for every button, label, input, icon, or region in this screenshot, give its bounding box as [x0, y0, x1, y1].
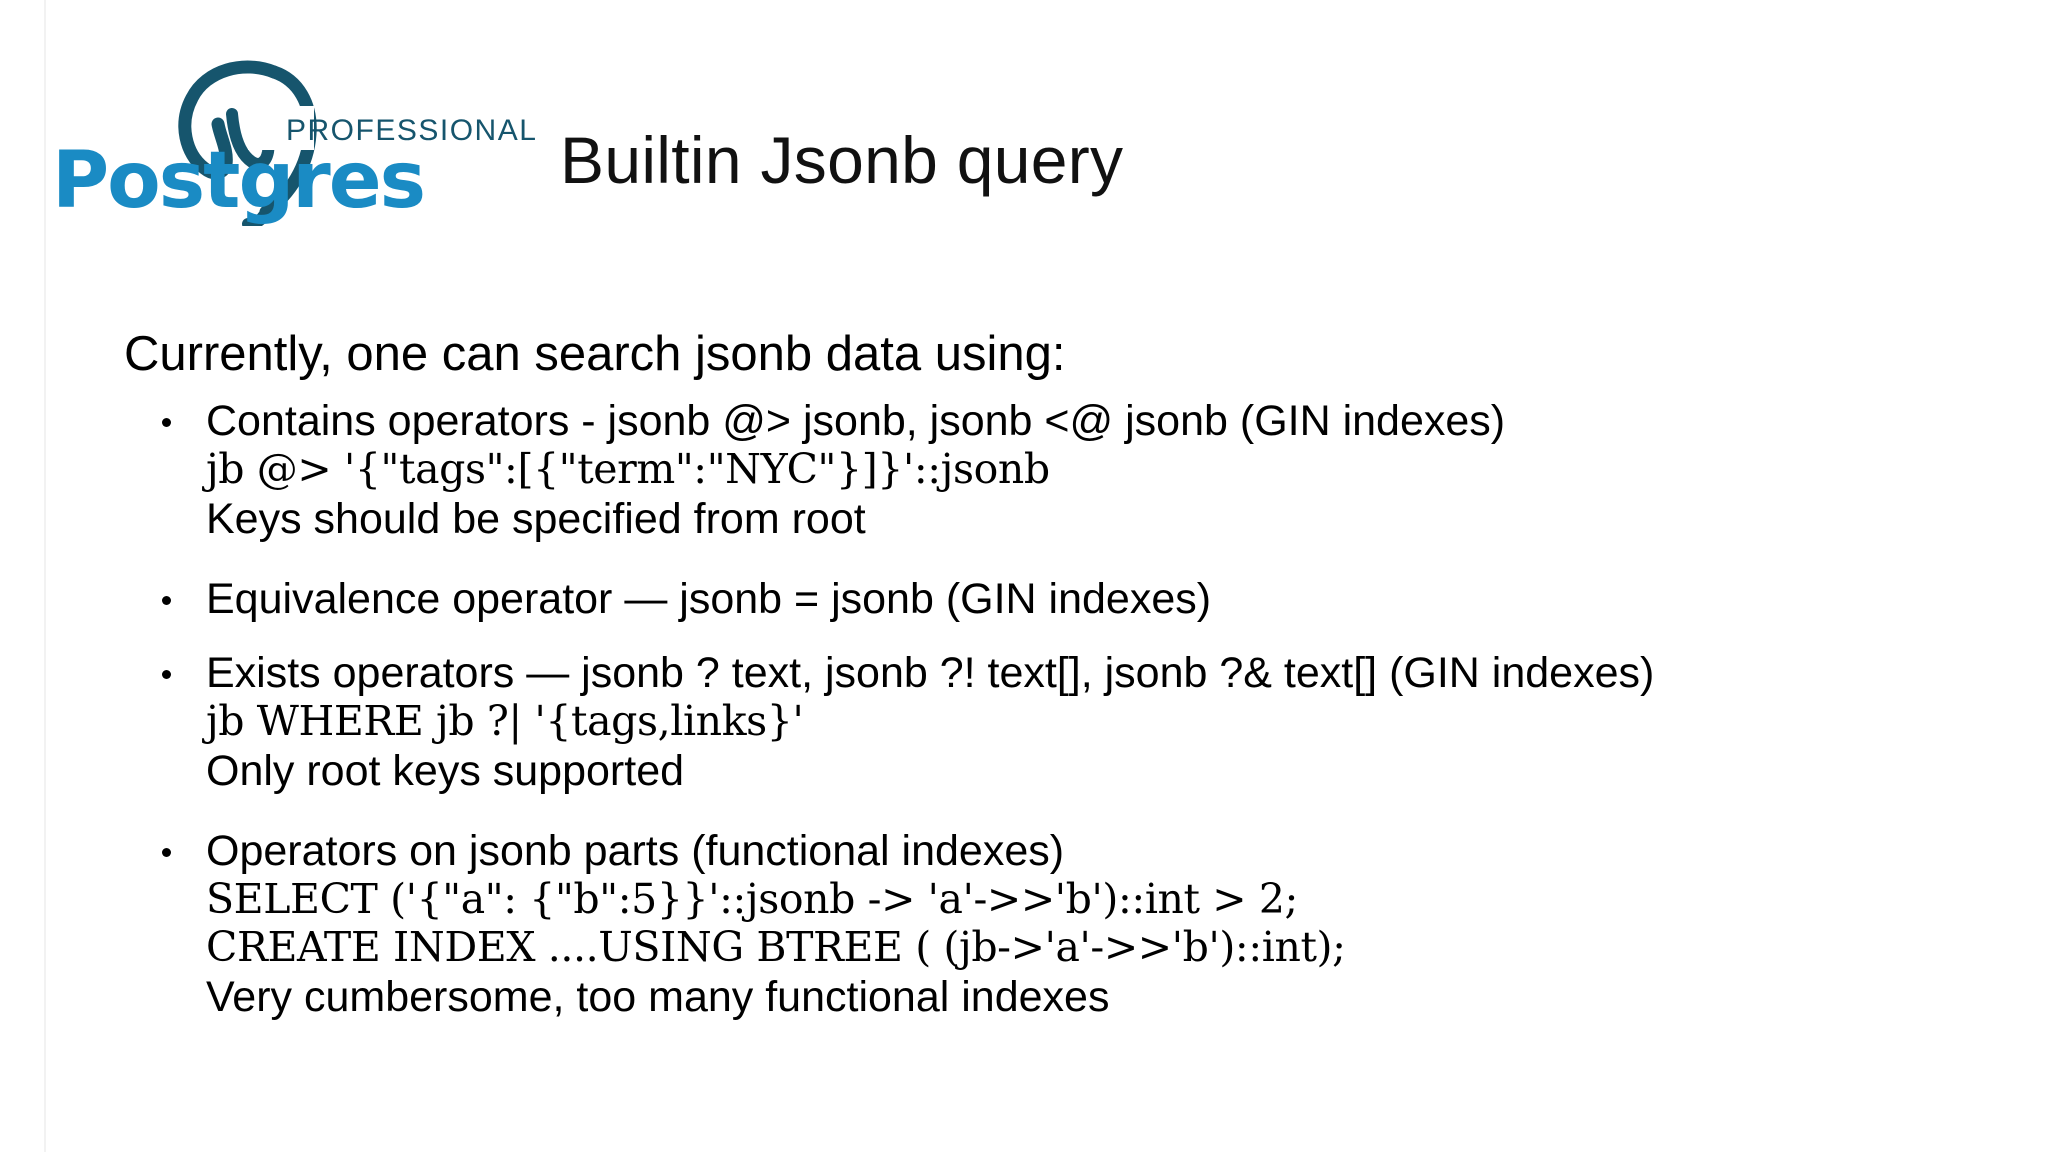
- bullet-code-line: jb WHERE jb ?| '{tags,links}': [206, 697, 804, 746]
- bullet-item: Contains operators - jsonb @> jsonb, jso…: [124, 396, 2004, 564]
- logo-knockout: [248, 106, 314, 150]
- bullet-heading: Contains operators - jsonb @> jsonb, jso…: [206, 397, 1506, 445]
- bullet-item: Exists operators — jsonb ? text, jsonb ?…: [124, 648, 2004, 816]
- logo-tagline: PROFESSIONAL: [286, 114, 538, 147]
- bullet-list: Contains operators - jsonb @> jsonb, jso…: [124, 396, 2004, 1052]
- bullet-code-line: SELECT ('{"a": {"b":5}}'::jsonb -> 'a'->…: [206, 875, 1298, 924]
- bullet-dot-icon: [162, 670, 171, 680]
- intro-text: Currently, one can search jsonb data usi…: [124, 327, 1066, 381]
- bullet-spacer: [166, 1022, 2004, 1042]
- bullet-dot-icon: [162, 595, 171, 605]
- bullet-spacer: [166, 544, 2004, 564]
- bullet-item: Equivalence operator — jsonb = jsonb (GI…: [124, 574, 2004, 638]
- bullet-spacer: [166, 624, 2004, 638]
- bullet-heading: Operators on jsonb parts (functional ind…: [206, 826, 1065, 875]
- bullet-heading: Exists operators — jsonb ? text, jsonb ?…: [206, 649, 1655, 698]
- logo-wordmark: Postgres: [52, 136, 426, 226]
- page-title: Builtin Jsonb query: [560, 123, 1124, 197]
- bullet-note-line: Very cumbersome, too many functional ind…: [206, 972, 1110, 1021]
- slide-header: Postgres PROFESSIONAL Builtin Jsonb quer…: [0, 0, 2048, 270]
- bullet-item: Operators on jsonb parts (functional ind…: [124, 826, 2004, 1042]
- bullet-spacer: [166, 796, 2004, 816]
- bullet-code-line: jb @> '{"tags":[{"term":"NYC"}]}'::jsonb: [206, 445, 1050, 494]
- bullet-code-line: CREATE INDEX ....USING BTREE ( (jb->'a'-…: [206, 922, 1346, 971]
- slide-left-rule: [44, 0, 46, 1152]
- bullet-note-line: Keys should be specified from root: [206, 494, 866, 543]
- bullet-note-line: Only root keys supported: [206, 746, 685, 795]
- postgres-professional-logo: Postgres PROFESSIONAL: [52, 60, 536, 230]
- bullet-heading: Equivalence operator — jsonb = jsonb (GI…: [206, 574, 1212, 623]
- bullet-dot-icon: [162, 418, 171, 427]
- bullet-dot-icon: [162, 847, 171, 857]
